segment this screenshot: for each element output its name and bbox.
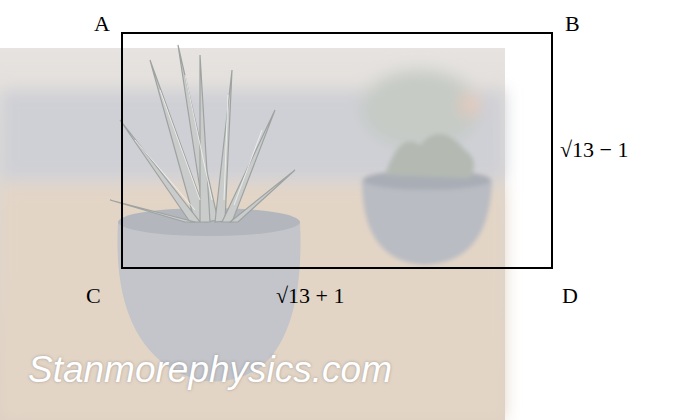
dimension-label: √13 + 1	[276, 284, 344, 308]
watermark: Stanmorephysics.com	[28, 350, 392, 391]
vertex-label: C	[86, 284, 101, 308]
faded-photo	[0, 45, 505, 420]
rectangle-abdc	[122, 33, 552, 268]
vertex-label: D	[562, 284, 578, 308]
vertex-label: B	[565, 12, 580, 36]
vertex-label: A	[94, 12, 110, 36]
dimension-label: √13 − 1	[560, 138, 628, 162]
